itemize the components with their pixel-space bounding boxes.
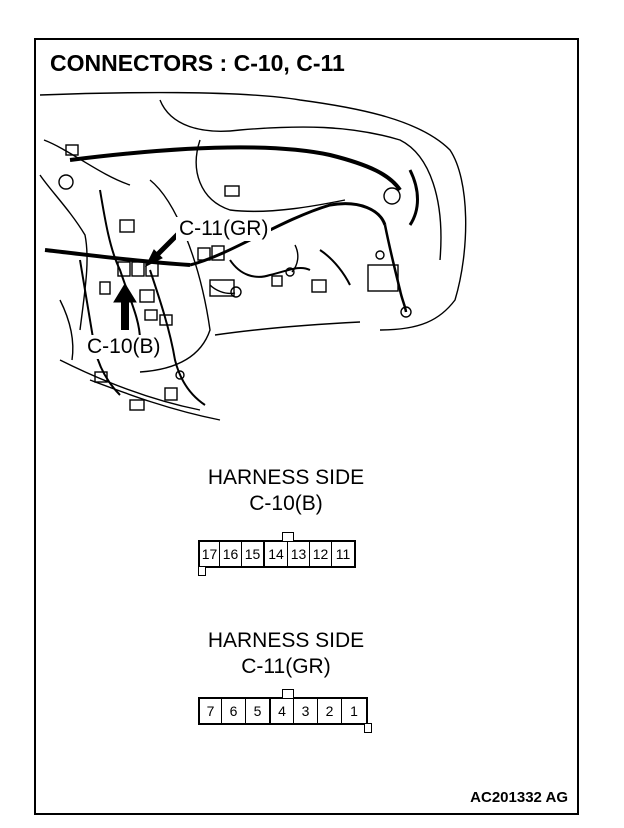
- c11-pin: 7: [200, 699, 222, 723]
- c11-pin: 3: [294, 699, 318, 723]
- c10-corner-tab: [198, 566, 206, 576]
- c11-pin: 2: [318, 699, 342, 723]
- page-title: CONNECTORS : C-10, C-11: [50, 50, 345, 76]
- c11-lock-tab: [282, 689, 294, 699]
- c11-harness-heading: HARNESS SIDE C-11(GR): [136, 628, 436, 680]
- c11-side-label: HARNESS SIDE: [207, 629, 365, 652]
- c10-lock-tab: [282, 532, 294, 542]
- c11-corner-tab: [364, 723, 372, 733]
- c11-pin: 6: [222, 699, 246, 723]
- figure-code: AC201332 AG: [470, 789, 568, 806]
- c10-pin: 16: [220, 542, 242, 566]
- c10-pin-key: 14: [264, 542, 288, 566]
- c11-callout-label: C-11(GR): [176, 217, 272, 241]
- c10-harness-heading: HARNESS SIDE C-10(B): [136, 465, 436, 517]
- c10-pin: 15: [242, 542, 264, 566]
- c10-pin: 13: [288, 542, 310, 566]
- dashboard-harness-illustration: [39, 91, 467, 421]
- c11-pin: 5: [246, 699, 270, 723]
- c10-pin: 17: [200, 542, 220, 566]
- c10-arrow: [113, 283, 137, 330]
- diagram-frame: [34, 38, 579, 815]
- c10-pin: 12: [310, 542, 332, 566]
- c11-pin-key: 4: [270, 699, 294, 723]
- c10-name-label: C-10(B): [249, 492, 323, 515]
- c10-side-label: HARNESS SIDE: [207, 466, 365, 489]
- c11-pin: 1: [350, 703, 358, 719]
- c10-pin: 11: [335, 546, 351, 562]
- c11-name-label: C-11(GR): [241, 655, 331, 678]
- c11-arrow: [144, 232, 180, 268]
- c11-connector-face: 7 6 5 4 3 2 1: [198, 689, 372, 733]
- c10-connector-face: 17 16 15 14 13 12 11: [198, 532, 356, 576]
- c10-callout-label: C-10(B): [84, 335, 164, 359]
